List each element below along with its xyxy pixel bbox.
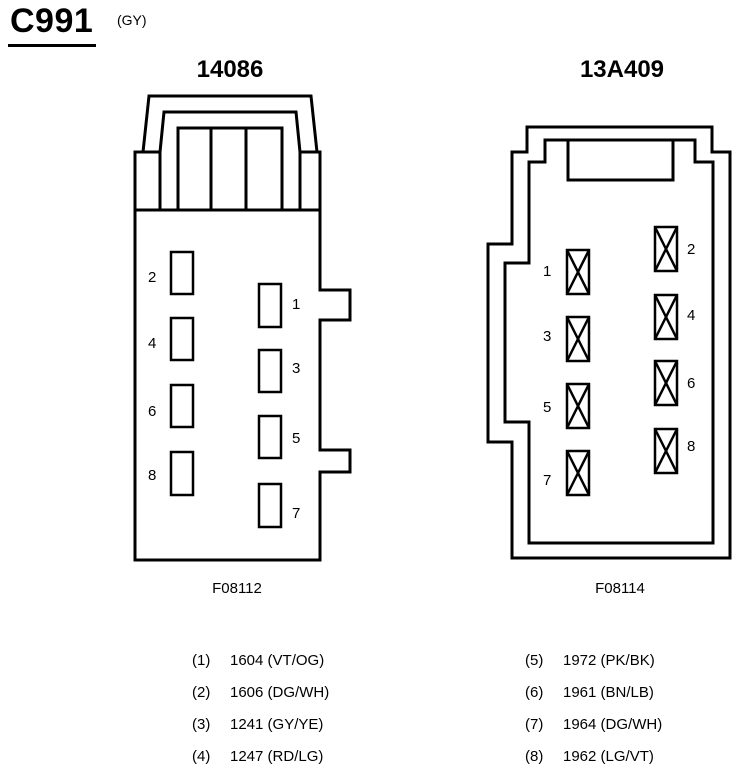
legend-circuit: 1604 (VT/OG) (230, 652, 325, 669)
left-connector-part-number: 14086 (196, 56, 264, 83)
right-pin-label: 4 (687, 307, 695, 324)
left-pin-label: 4 (148, 335, 156, 352)
connector-id: C991 (10, 2, 94, 40)
legend-circuit: 1961 (BN/LB) (563, 684, 654, 701)
pin-legend-right: (5) 1972 (PK/BK) (6) 1961 (BN/LB) (7) 1964 … (525, 651, 662, 779)
left-pin-8 (169, 450, 195, 497)
right-pin-label: 8 (687, 438, 695, 455)
left-pin-label: 1 (292, 296, 300, 313)
right-connector-drawing (486, 125, 732, 560)
legend-circuit: 1241 (GY/YE) (230, 716, 324, 733)
legend-row: (5) 1972 (PK/BK) (525, 651, 662, 683)
left-pin-label: 5 (292, 430, 300, 447)
legend-row: (6) 1961 (BN/LB) (525, 683, 662, 715)
right-pin-label: 1 (543, 263, 551, 280)
right-pin-3 (565, 315, 591, 363)
left-pin-3 (257, 348, 283, 394)
right-pin-1 (565, 248, 591, 296)
left-pin-6 (169, 383, 195, 429)
left-pin-label: 2 (148, 269, 156, 286)
right-pin-label: 6 (687, 375, 695, 392)
legend-pin: (8) (525, 748, 544, 765)
left-pin-label: 6 (148, 403, 156, 420)
right-pin-8 (653, 427, 679, 475)
right-pin-5 (565, 382, 591, 430)
left-pin-1 (257, 282, 283, 329)
left-pin-5 (257, 414, 283, 460)
legend-pin: (2) (192, 684, 211, 701)
legend-row: (4) 1247 (RD/LG) (192, 747, 329, 779)
legend-circuit: 1964 (DG/WH) (563, 716, 663, 733)
connector-color-code: (GY) (117, 12, 147, 28)
left-figure-id: F08112 (212, 580, 262, 597)
legend-row: (8) 1962 (LG/VT) (525, 747, 662, 779)
right-pin-label: 5 (543, 399, 551, 416)
legend-row: (2) 1606 (DG/WH) (192, 683, 329, 715)
title-underline (8, 44, 96, 47)
legend-circuit: 1247 (RD/LG) (230, 748, 324, 765)
pin-legend-left: (1) 1604 (VT/OG) (2) 1606 (DG/WH) (3) 1241 … (192, 651, 329, 779)
left-pin-label: 7 (292, 505, 300, 522)
legend-pin: (7) (525, 716, 544, 733)
right-pin-2 (653, 225, 679, 273)
right-pin-6 (653, 359, 679, 407)
right-connector-part-number: 13A409 (579, 56, 665, 83)
right-pin-label: 3 (543, 328, 551, 345)
legend-pin: (6) (525, 684, 544, 701)
left-pin-4 (169, 316, 195, 362)
right-pin-7 (565, 449, 591, 497)
legend-pin: (1) (192, 652, 211, 669)
left-connector-drawing (133, 94, 352, 562)
legend-row: (3) 1241 (GY/YE) (192, 715, 329, 747)
legend-row: (7) 1964 (DG/WH) (525, 715, 662, 747)
left-pin-label: 8 (148, 467, 156, 484)
legend-pin: (3) (192, 716, 211, 733)
legend-pin: (4) (192, 748, 211, 765)
legend-circuit: 1606 (DG/WH) (230, 684, 330, 701)
left-pin-2 (169, 250, 195, 296)
left-pin-label: 3 (292, 360, 300, 377)
right-pin-4 (653, 293, 679, 341)
right-pin-label: 7 (543, 472, 551, 489)
left-pin-7 (257, 482, 283, 529)
legend-row: (1) 1604 (VT/OG) (192, 651, 329, 683)
right-pin-label: 2 (687, 241, 695, 258)
legend-circuit: 1962 (LG/VT) (563, 748, 654, 765)
right-figure-id: F08114 (595, 580, 645, 597)
legend-pin: (5) (525, 652, 544, 669)
legend-circuit: 1972 (PK/BK) (563, 652, 655, 669)
